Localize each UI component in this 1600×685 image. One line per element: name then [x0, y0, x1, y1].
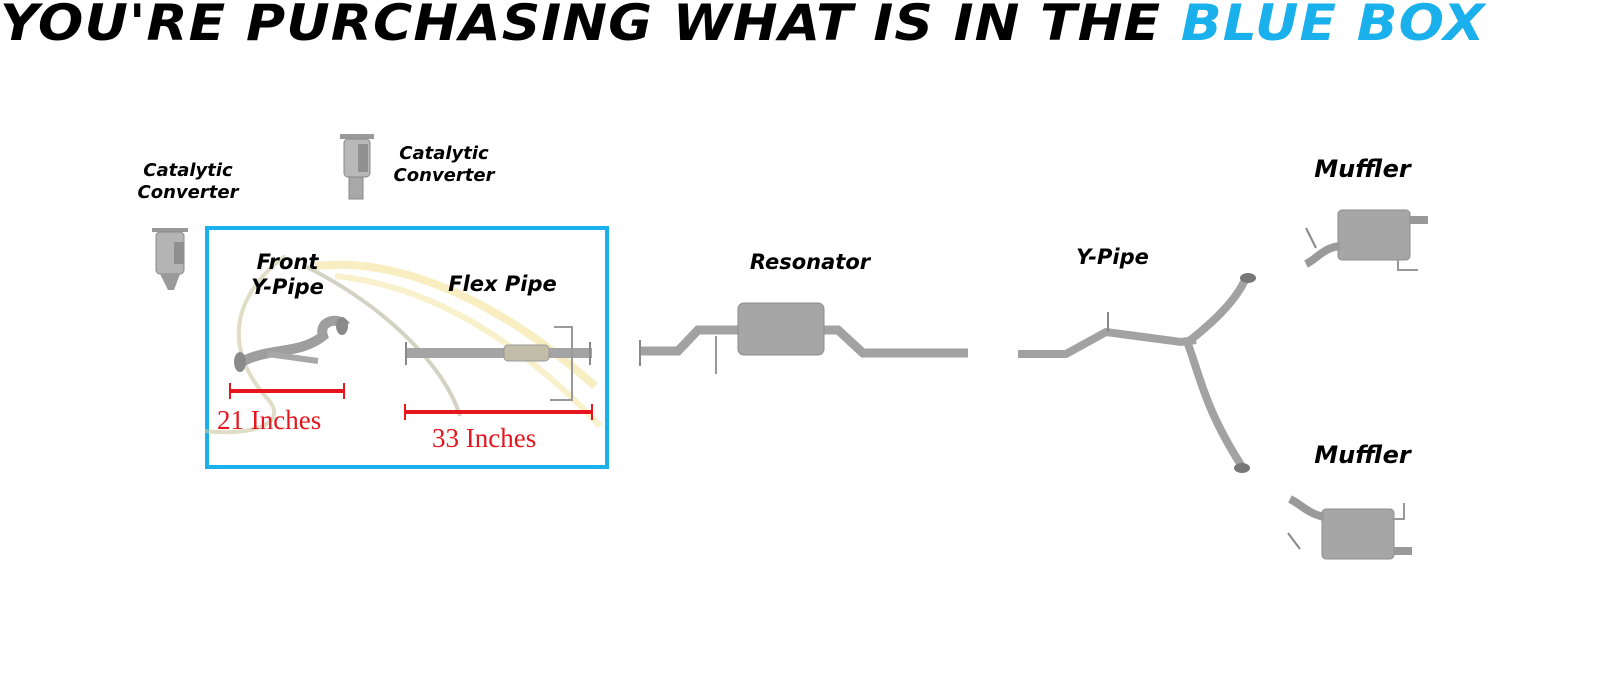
cat-converter-1-image	[152, 228, 188, 290]
title-highlight: BLUE BOX	[1180, 0, 1486, 52]
y-pipe-label: Y-Pipe	[1076, 245, 1149, 269]
flex-pipe-image	[405, 326, 592, 401]
purchase-box	[205, 226, 609, 469]
front-y-pipe-measurement: 21 Inches	[217, 405, 322, 435]
muffler-2-image	[1287, 495, 1412, 560]
muffler-1-image	[1304, 209, 1428, 271]
flex-pipe-measure-line	[404, 404, 593, 420]
muffler-1-label: Muffler	[1314, 155, 1411, 183]
front-y-pipe-image	[234, 315, 350, 372]
resonator-label: Resonator	[749, 250, 871, 274]
muffler-2-label: Muffler	[1314, 441, 1411, 469]
resonator-image	[639, 302, 968, 374]
title-prefix: YOU'RE PURCHASING WHAT IS IN THE	[0, 0, 1162, 52]
page-title: YOU'RE PURCHASING WHAT IS IN THE BLUE BO…	[0, 0, 1600, 54]
cat-converter-2-image	[340, 134, 374, 200]
flex-pipe-measurement: 33 Inches	[432, 423, 537, 453]
flex-pipe-label: Flex Pipe	[448, 272, 557, 296]
y-pipe-image	[1018, 273, 1256, 473]
front-y-pipe-measure-line	[229, 383, 345, 399]
